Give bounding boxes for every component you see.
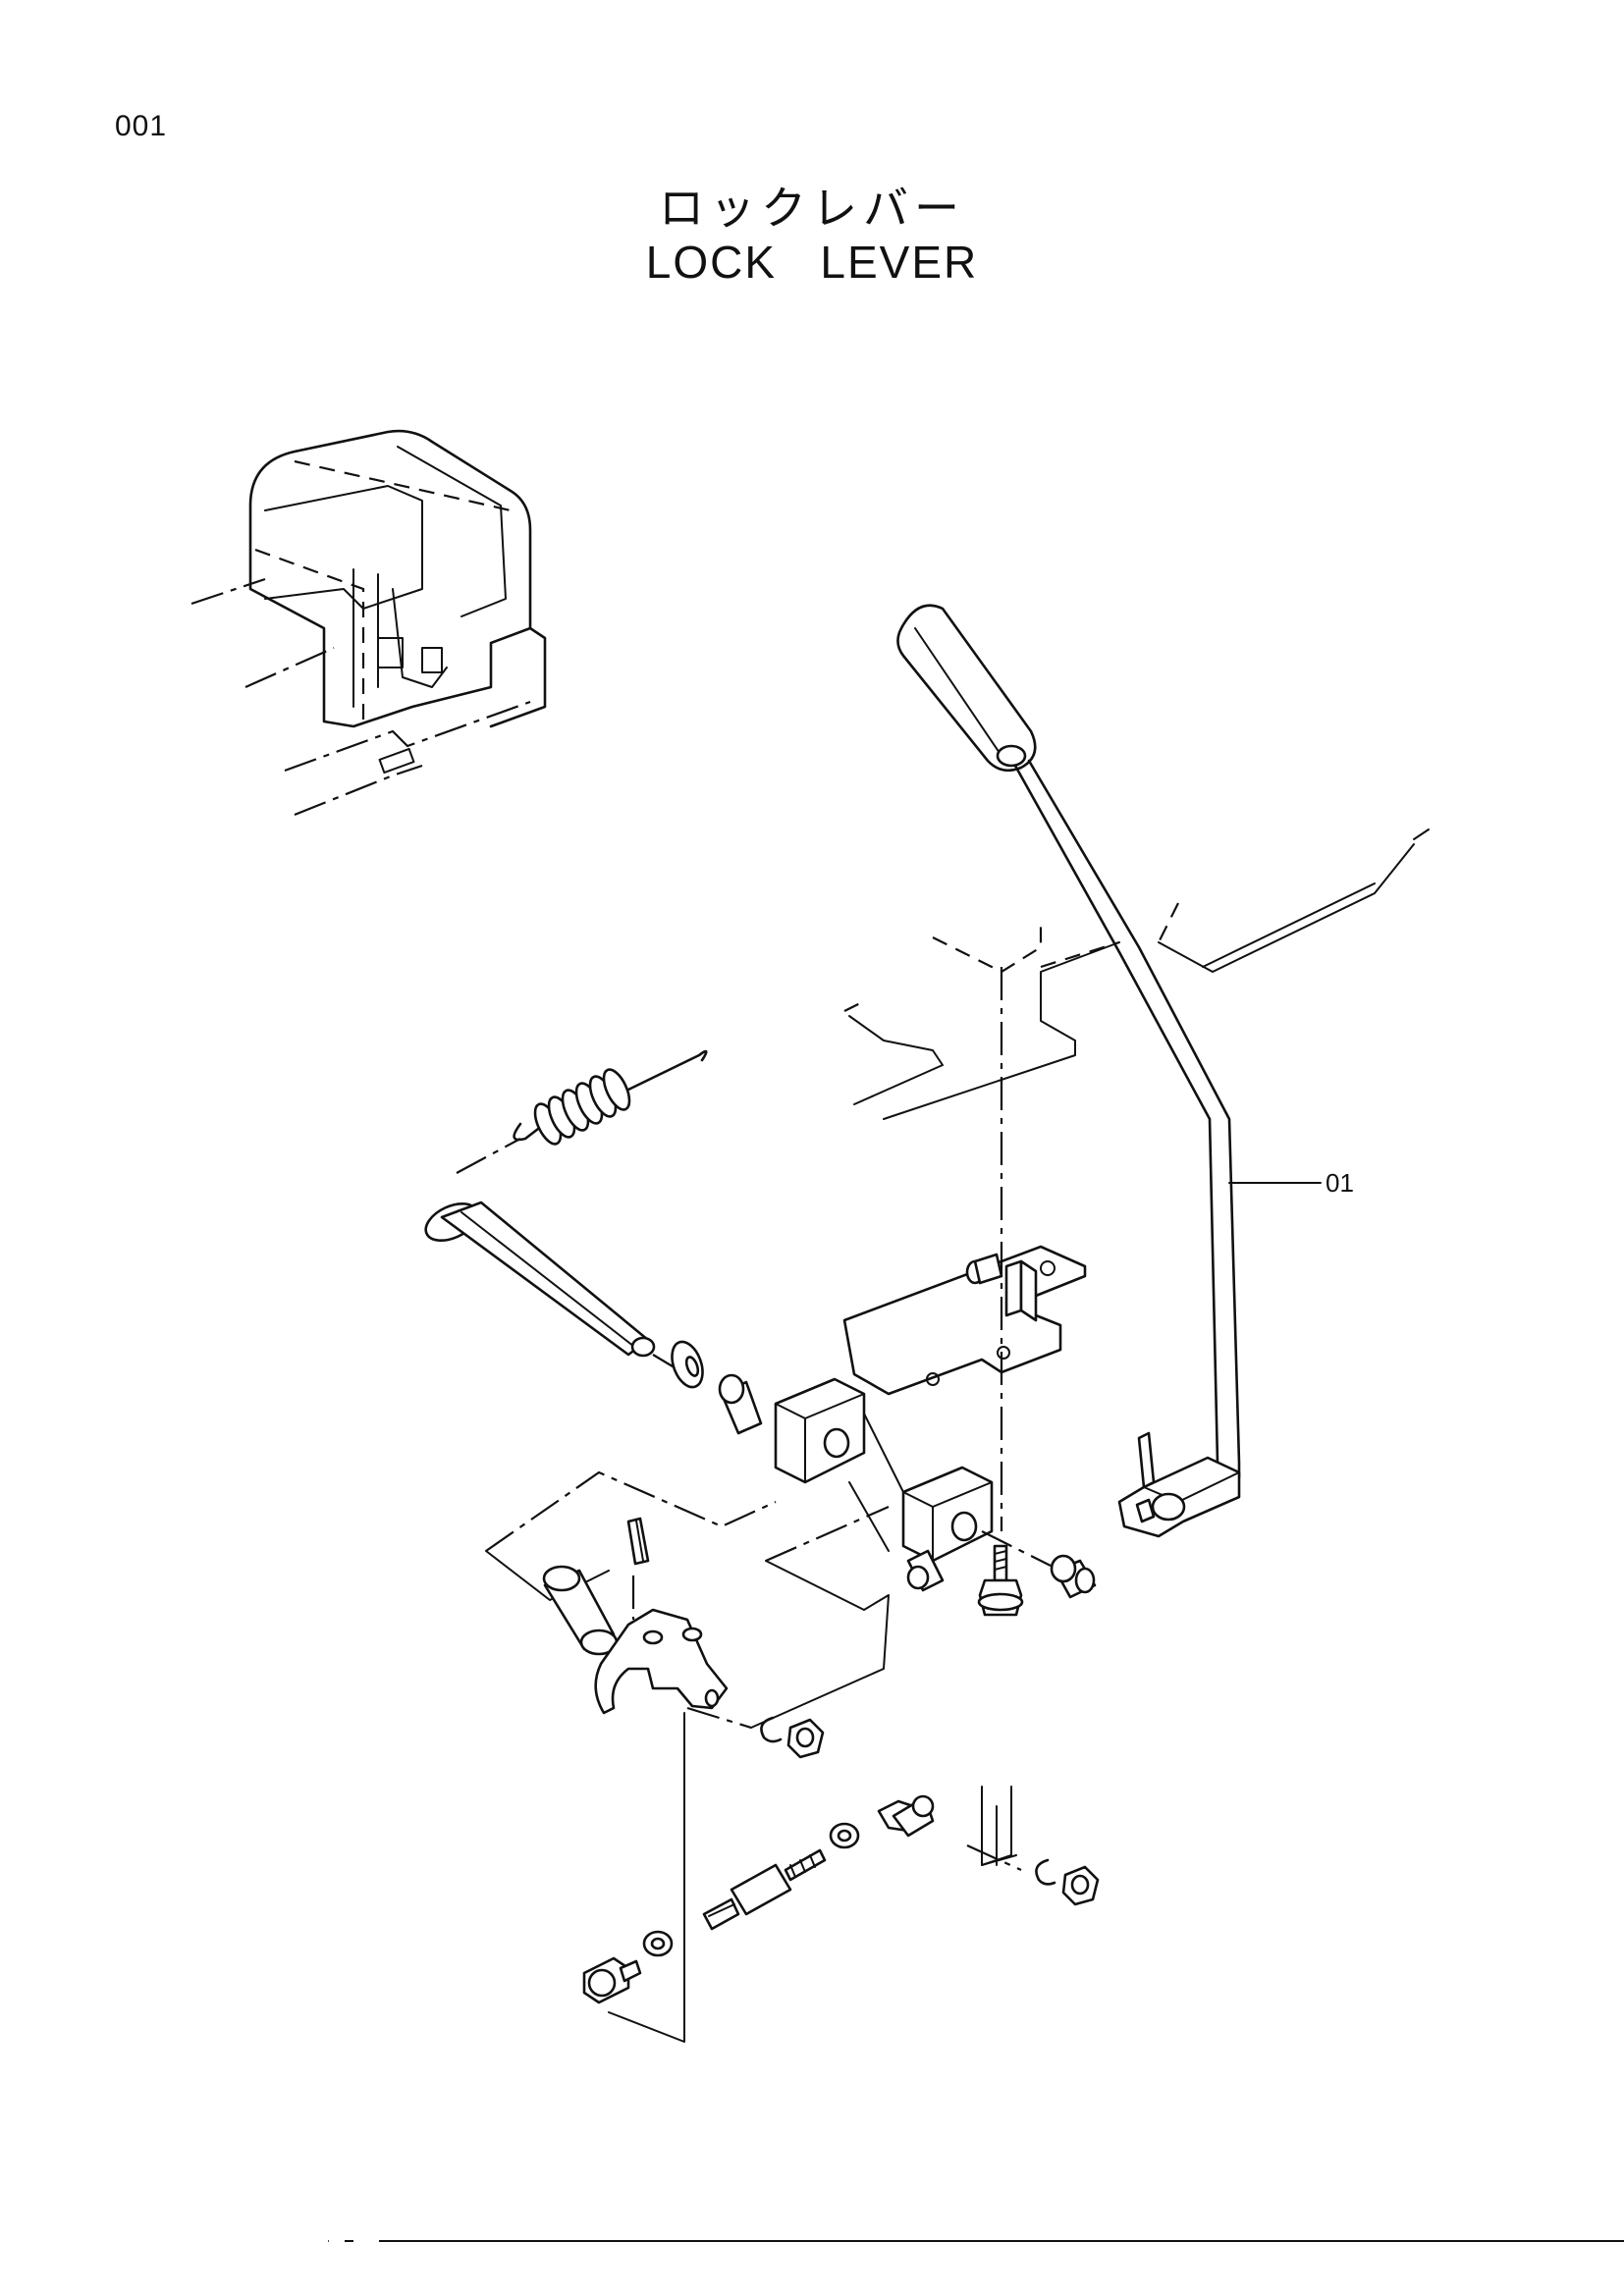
roll-pin-right — [1135, 1498, 1156, 1523]
phantom-outlines — [843, 828, 1430, 1120]
pivot-shaft — [424, 1201, 678, 1370]
bushing-upper — [718, 1373, 763, 1435]
c-clip-left — [760, 1716, 783, 1743]
title-english: LOCK LEVER — [645, 237, 979, 288]
lock-cam — [594, 1608, 729, 1715]
callout-01-label: 01 — [1326, 1168, 1354, 1198]
link-guide-line — [608, 1712, 685, 2043]
mounting-bolt — [977, 1544, 1024, 1617]
footer-rule-gap-2 — [353, 2239, 379, 2243]
footer-rule-gap — [329, 2239, 345, 2243]
bracket-assembly — [774, 1245, 1087, 1592]
bracket-plate-right — [966, 1786, 1100, 1906]
c-clip-right — [1035, 1858, 1056, 1886]
cab-locator-view — [190, 429, 547, 817]
phantom-lower — [485, 1470, 890, 1730]
linkage-rod — [702, 1794, 935, 1931]
page-number: 001 — [115, 110, 168, 142]
callout-01: 01 — [1228, 1168, 1354, 1198]
rod-end-lower — [582, 1930, 674, 2004]
nut-left — [786, 1718, 825, 1759]
title-japanese: ロックレバー — [659, 182, 965, 235]
bushing-lower — [542, 1565, 635, 1656]
bushing-right — [981, 1530, 1097, 1599]
roll-pin-lower — [626, 1517, 650, 1566]
return-spring — [456, 1049, 708, 1174]
washer-hole — [684, 1356, 700, 1377]
lock-lever — [896, 604, 1241, 1538]
